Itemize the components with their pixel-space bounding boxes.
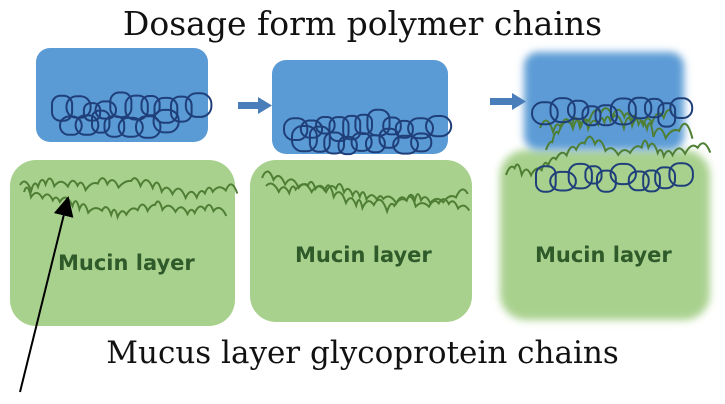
polymer-3a-loop-1	[549, 97, 576, 124]
glyco-chain-3a	[505, 135, 712, 179]
polymer-1b-loop-3	[103, 115, 126, 138]
stage-arrow-1	[238, 97, 272, 114]
polymer-1a-loop-9	[184, 92, 213, 118]
polymer-1b-loop-5	[135, 115, 162, 139]
glyco-chain-2b	[265, 180, 471, 212]
pointer-arrow	[19, 196, 74, 393]
polymer-3a-loop-6	[627, 96, 653, 120]
polymer-2b-loop-7	[392, 134, 420, 155]
polymer-2a-loop-2	[315, 116, 336, 135]
glycoprotein-chains	[19, 107, 712, 221]
polymer-3a-loop-0	[531, 101, 559, 126]
polymer-3b-loop-9	[668, 162, 694, 187]
polymer-2a-loop-0	[283, 117, 309, 141]
polymer-2b-loop-2	[323, 131, 345, 155]
polymer-1b-loop-4	[117, 116, 144, 138]
polymer-2a-loop-8	[394, 119, 414, 139]
polymer-2b-loop-8	[410, 132, 433, 153]
polymer-3b-loop-0	[535, 165, 557, 193]
mucin-block-2	[250, 160, 472, 322]
polymer-3b-loop-2	[567, 162, 593, 190]
polymer-3a-loop-2	[567, 99, 590, 120]
polymer-1a-loop-7	[153, 96, 179, 124]
mucin-block-3	[500, 150, 710, 320]
polymer-3b-loop-4	[596, 169, 617, 193]
polymer-1a-loop-6	[140, 95, 161, 117]
polymer-3a-loop-8	[657, 102, 677, 128]
polymer-2b-loop-6	[378, 127, 400, 149]
stage-arrow-2	[490, 93, 526, 110]
polymer-3b-loop-5	[609, 162, 637, 186]
polymer-2a-loop-1	[299, 119, 324, 139]
polymer-2b-loop-3	[337, 135, 358, 156]
top-title: Dosage form polymer chains	[122, 4, 603, 43]
polymer-1b-loop-0	[59, 115, 83, 136]
polymer-2a-loop-9	[407, 117, 435, 140]
polymer-3b-loop-1	[549, 170, 577, 192]
polymer-2b-loop-1	[308, 125, 331, 153]
polymer-3b-loop-6	[627, 170, 650, 192]
polymer-3a-loop-5	[609, 97, 637, 126]
polymer-2a-loop-10	[425, 115, 453, 138]
glyco-chain-3c	[545, 107, 673, 151]
polymer-1b-loop-2	[91, 109, 111, 134]
mucin-label-3: Mucin layer	[535, 243, 672, 267]
polymer-1b-loop-1	[74, 114, 100, 136]
polymer-3a-loop-4	[594, 104, 618, 127]
polymer-1b-loop-6	[152, 108, 180, 134]
polymer-1a-loop-8	[170, 95, 193, 123]
polymer-3a-loop-3	[581, 105, 602, 127]
polymer-1a-loop-5	[124, 94, 149, 121]
polymer-3b-loop-7	[642, 169, 661, 193]
polymer-2b-loop-4	[350, 132, 373, 152]
polymer-3a-loop-7	[644, 97, 665, 119]
mucin-label-2: Mucin layer	[295, 243, 432, 267]
bottom-title: Mucus layer glycoprotein chains	[106, 335, 619, 371]
polymer-chains	[51, 91, 694, 193]
polymer-3a-loop-9	[669, 97, 694, 120]
polymer-2a-loop-7	[382, 116, 402, 136]
mucin-label-1: Mucin layer	[58, 251, 195, 275]
polymer-2b-loop-5	[365, 134, 386, 154]
glyco-chain-1a	[19, 177, 239, 201]
polymer-2b-loop-0	[291, 125, 318, 153]
polymer-3b-loop-8	[654, 166, 677, 190]
polymer-3b-loop-3	[584, 165, 603, 185]
